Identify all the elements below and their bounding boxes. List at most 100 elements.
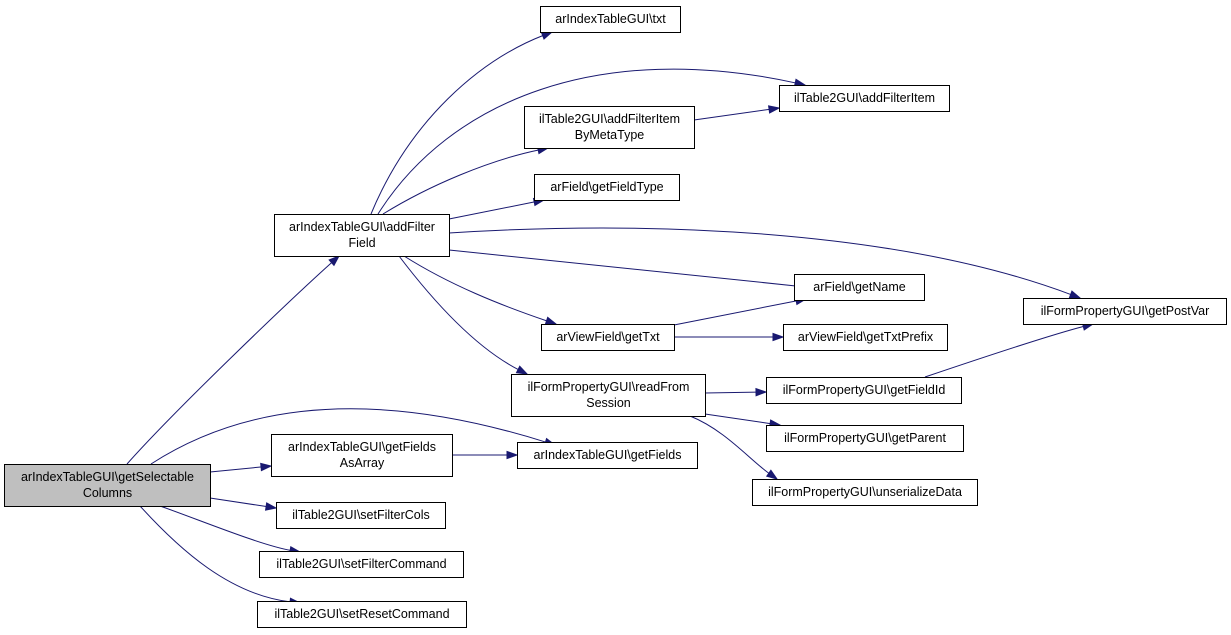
edge-line <box>448 227 1072 296</box>
node-addFilterItem[interactable]: ilTable2GUI\addFilterItem <box>779 85 950 112</box>
arrowhead <box>515 365 529 375</box>
edge-addFilterField-to-getName <box>448 249 808 291</box>
arrowhead <box>768 105 781 114</box>
edge-addFilterField-to-readFromSession <box>398 255 529 375</box>
edge-readFromSession-to-unserializeData <box>689 415 779 480</box>
edge-line <box>689 415 770 475</box>
edge-line <box>209 466 263 473</box>
edge-line <box>704 391 758 394</box>
node-label: ilFormPropertyGUI\getFieldId <box>783 383 946 397</box>
node-box <box>257 601 467 628</box>
arrowhead <box>260 462 273 472</box>
arrowhead <box>755 387 768 397</box>
edge-line <box>150 408 547 465</box>
node-label: Session <box>586 396 631 410</box>
edge-line <box>209 497 268 508</box>
node-label: arViewField\getTxtPrefix <box>798 330 934 344</box>
edge-line <box>398 255 520 371</box>
edge-line <box>159 505 292 551</box>
edge-getTxt-to-getTxtPrefix <box>674 332 785 342</box>
node-setFilterCommand[interactable]: ilTable2GUI\setFilterCommand <box>259 551 464 578</box>
edge-line <box>704 413 772 425</box>
arrowhead <box>540 31 554 40</box>
edge-line <box>448 201 536 220</box>
edge-line <box>693 108 771 121</box>
arrowhead <box>544 316 558 325</box>
node-getTxt[interactable]: arViewField\getTxt <box>541 324 675 351</box>
node-txt[interactable]: arIndexTableGUI\txt <box>540 6 681 33</box>
edge-addFilterField-to-getFieldType <box>448 197 546 220</box>
node-box <box>541 324 675 351</box>
node-label: ilFormPropertyGUI\readFrom <box>528 380 690 394</box>
node-box <box>794 274 925 301</box>
node-box <box>766 377 962 404</box>
node-box <box>271 434 453 477</box>
node-box <box>511 374 706 417</box>
edge-root-to-addFilterField <box>126 255 341 465</box>
edge-line <box>924 325 1085 378</box>
node-unserializeData[interactable]: ilFormPropertyGUI\unserializeData <box>752 479 978 506</box>
node-label: AsArray <box>340 456 385 470</box>
node-box <box>1023 298 1227 325</box>
node-getFieldType[interactable]: arField\getFieldType <box>534 174 680 201</box>
node-box <box>779 85 950 112</box>
edge-line <box>370 34 544 215</box>
node-getName[interactable]: arField\getName <box>794 274 925 301</box>
node-box <box>766 425 964 452</box>
node-box <box>274 214 450 257</box>
node-box <box>259 551 464 578</box>
node-box <box>783 324 948 351</box>
node-label: arField\getFieldType <box>550 180 663 194</box>
node-label: arViewField\getTxt <box>556 330 660 344</box>
node-box <box>4 464 211 507</box>
node-label: arIndexTableGUI\addFilter <box>289 220 435 234</box>
arrowhead <box>1068 290 1082 299</box>
node-getParent[interactable]: ilFormPropertyGUI\getParent <box>766 425 964 452</box>
node-box <box>524 106 695 149</box>
edge-getTxt-to-getName <box>673 296 808 326</box>
arrowhead <box>765 469 779 480</box>
node-label: ilFormPropertyGUI\unserializeData <box>768 485 962 499</box>
edge-line <box>377 68 797 215</box>
node-box <box>517 442 698 469</box>
node-label: ilTable2GUI\addFilterItem <box>539 112 680 126</box>
edge-readFromSession-to-getFieldId <box>704 387 768 397</box>
edge-addFilterField-to-getPostVar <box>448 227 1082 299</box>
node-label: Field <box>348 236 375 250</box>
edge-line <box>448 249 798 287</box>
node-label: arIndexTableGUI\getFields <box>534 448 682 462</box>
node-label: arField\getName <box>813 280 905 294</box>
arrowhead <box>328 255 341 267</box>
node-label: arIndexTableGUI\getSelectable <box>21 470 194 484</box>
arrowhead <box>772 332 785 342</box>
node-setFilterCols[interactable]: ilTable2GUI\setFilterCols <box>276 502 446 529</box>
node-getFieldId[interactable]: ilFormPropertyGUI\getFieldId <box>766 377 962 404</box>
node-getPostVar[interactable]: ilFormPropertyGUI\getPostVar <box>1023 298 1227 325</box>
node-label: ilFormPropertyGUI\getPostVar <box>1041 304 1210 318</box>
node-label: ilTable2GUI\setResetCommand <box>274 607 449 621</box>
node-label: ilTable2GUI\addFilterItem <box>794 91 935 105</box>
edge-line <box>382 149 540 215</box>
node-box <box>540 6 681 33</box>
node-label: ilTable2GUI\setFilterCols <box>292 508 430 522</box>
node-label: arIndexTableGUI\txt <box>555 12 666 26</box>
edge-line <box>139 505 292 603</box>
node-getTxtPrefix[interactable]: arViewField\getTxtPrefix <box>783 324 948 351</box>
edge-line <box>403 255 548 322</box>
edges-layer <box>126 31 1095 607</box>
edge-getFieldId-to-getPostVar <box>924 322 1095 378</box>
edge-root-to-setFilterCols <box>209 497 278 511</box>
node-box <box>534 174 680 201</box>
node-getFields[interactable]: arIndexTableGUI\getFields <box>517 442 698 469</box>
edge-getFieldsAsArray-to-getFields <box>452 450 519 460</box>
node-label: ilTable2GUI\setFilterCommand <box>276 557 446 571</box>
edge-line <box>673 300 798 326</box>
node-setResetCommand[interactable]: ilTable2GUI\setResetCommand <box>257 601 467 628</box>
node-label: arIndexTableGUI\getFields <box>288 440 436 454</box>
arrowhead <box>506 450 519 460</box>
